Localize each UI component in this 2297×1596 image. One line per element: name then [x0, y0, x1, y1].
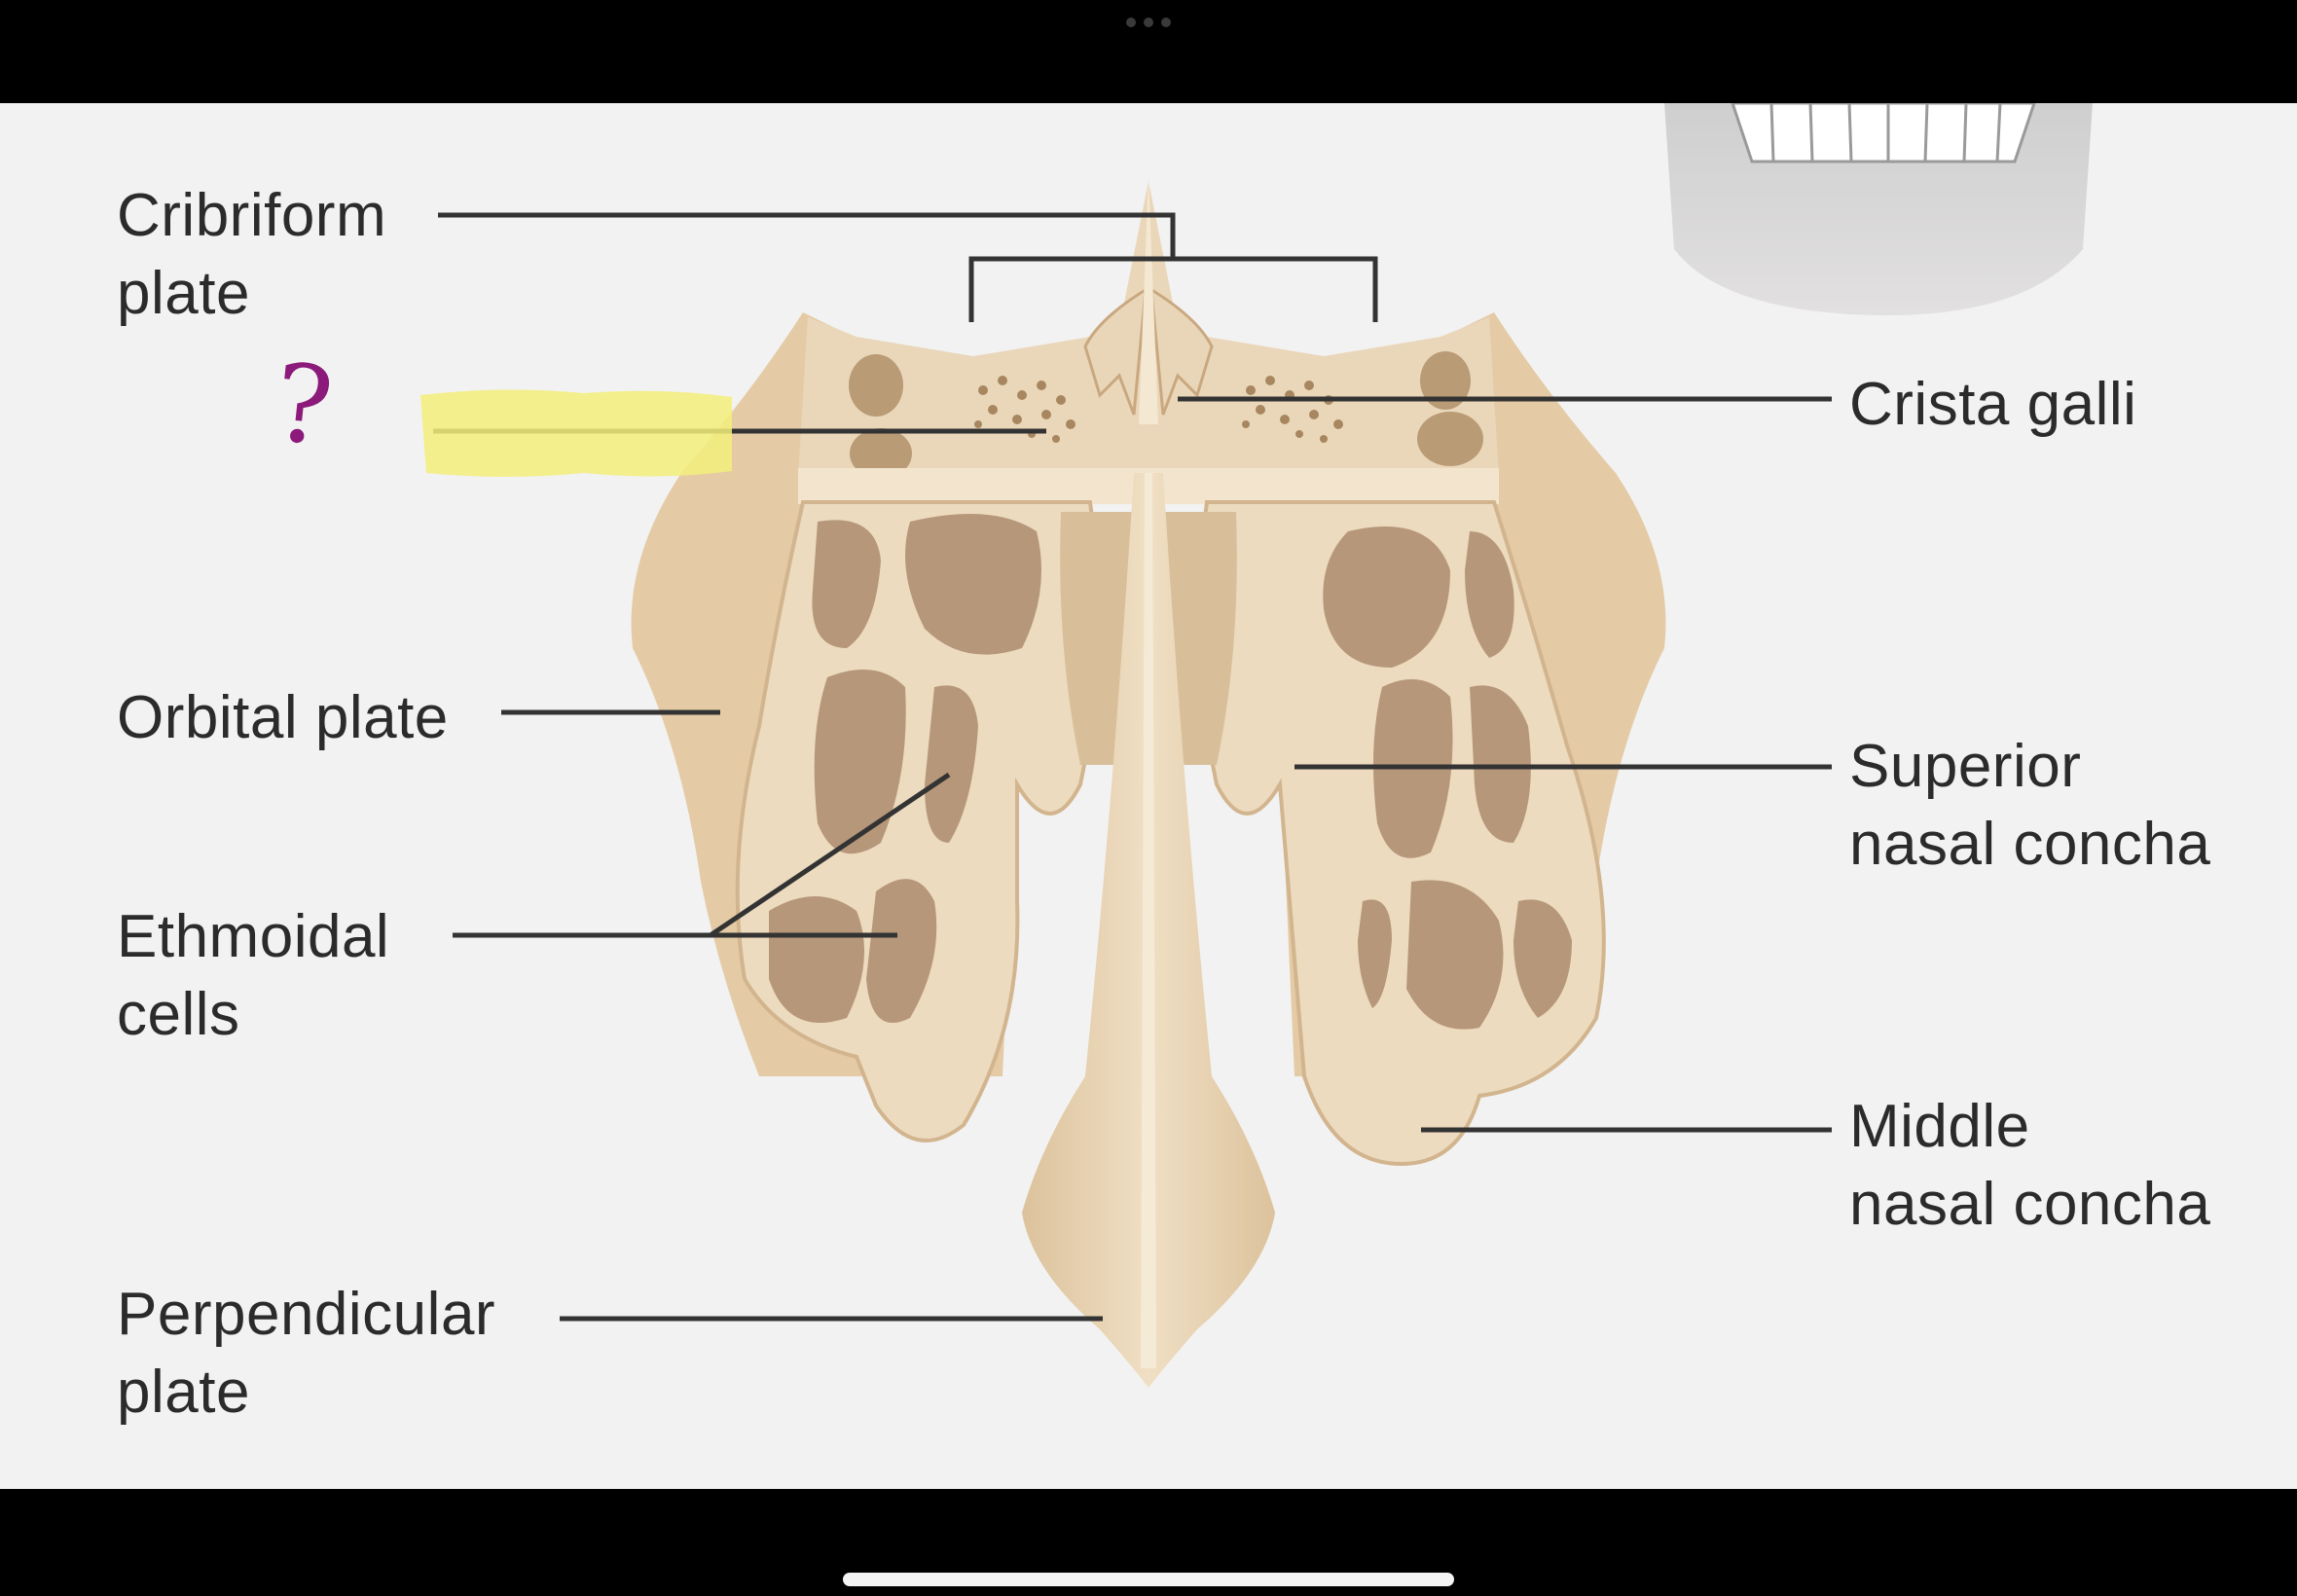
label-middle-nasal-concha: Middle nasal concha: [1849, 1093, 2211, 1238]
crista-galli-shape: [1083, 258, 1214, 416]
leader-ethmoidal-cells: [453, 772, 951, 938]
skull-jaw-thumbnail: [1664, 103, 2093, 316]
label-orbital-plate: Orbital plate: [117, 684, 449, 751]
handwritten-question-mark: ?: [268, 340, 339, 470]
label-cribriform-plate: Cribriform plate: [117, 182, 387, 327]
ethmoid-bone-illustration: [420, 103, 2093, 1388]
label-crista-galli: Crista galli: [1849, 371, 2137, 438]
highlighter-mark: [420, 389, 732, 477]
leader-lines: [433, 212, 1832, 1322]
multitasking-dots-icon[interactable]: [1126, 18, 1171, 29]
label-superior-nasal-concha: Superior nasal concha: [1849, 733, 2211, 878]
diagram-canvas: Cribriform plate Crista galli Orbital pl…: [0, 103, 2297, 1489]
leader-cribriform: [438, 212, 1176, 259]
home-indicator[interactable]: [843, 1573, 1454, 1586]
label-perpendicular-plate: Perpendicular plate: [117, 1281, 496, 1426]
bottom-bar: [0, 1489, 2297, 1596]
label-ethmoidal-cells: Ethmoidal cells: [117, 903, 390, 1048]
status-bar: [0, 0, 2297, 103]
ethmoidal-cells-cavities: [769, 512, 1572, 1030]
bracket-cribriform: [968, 256, 1378, 322]
